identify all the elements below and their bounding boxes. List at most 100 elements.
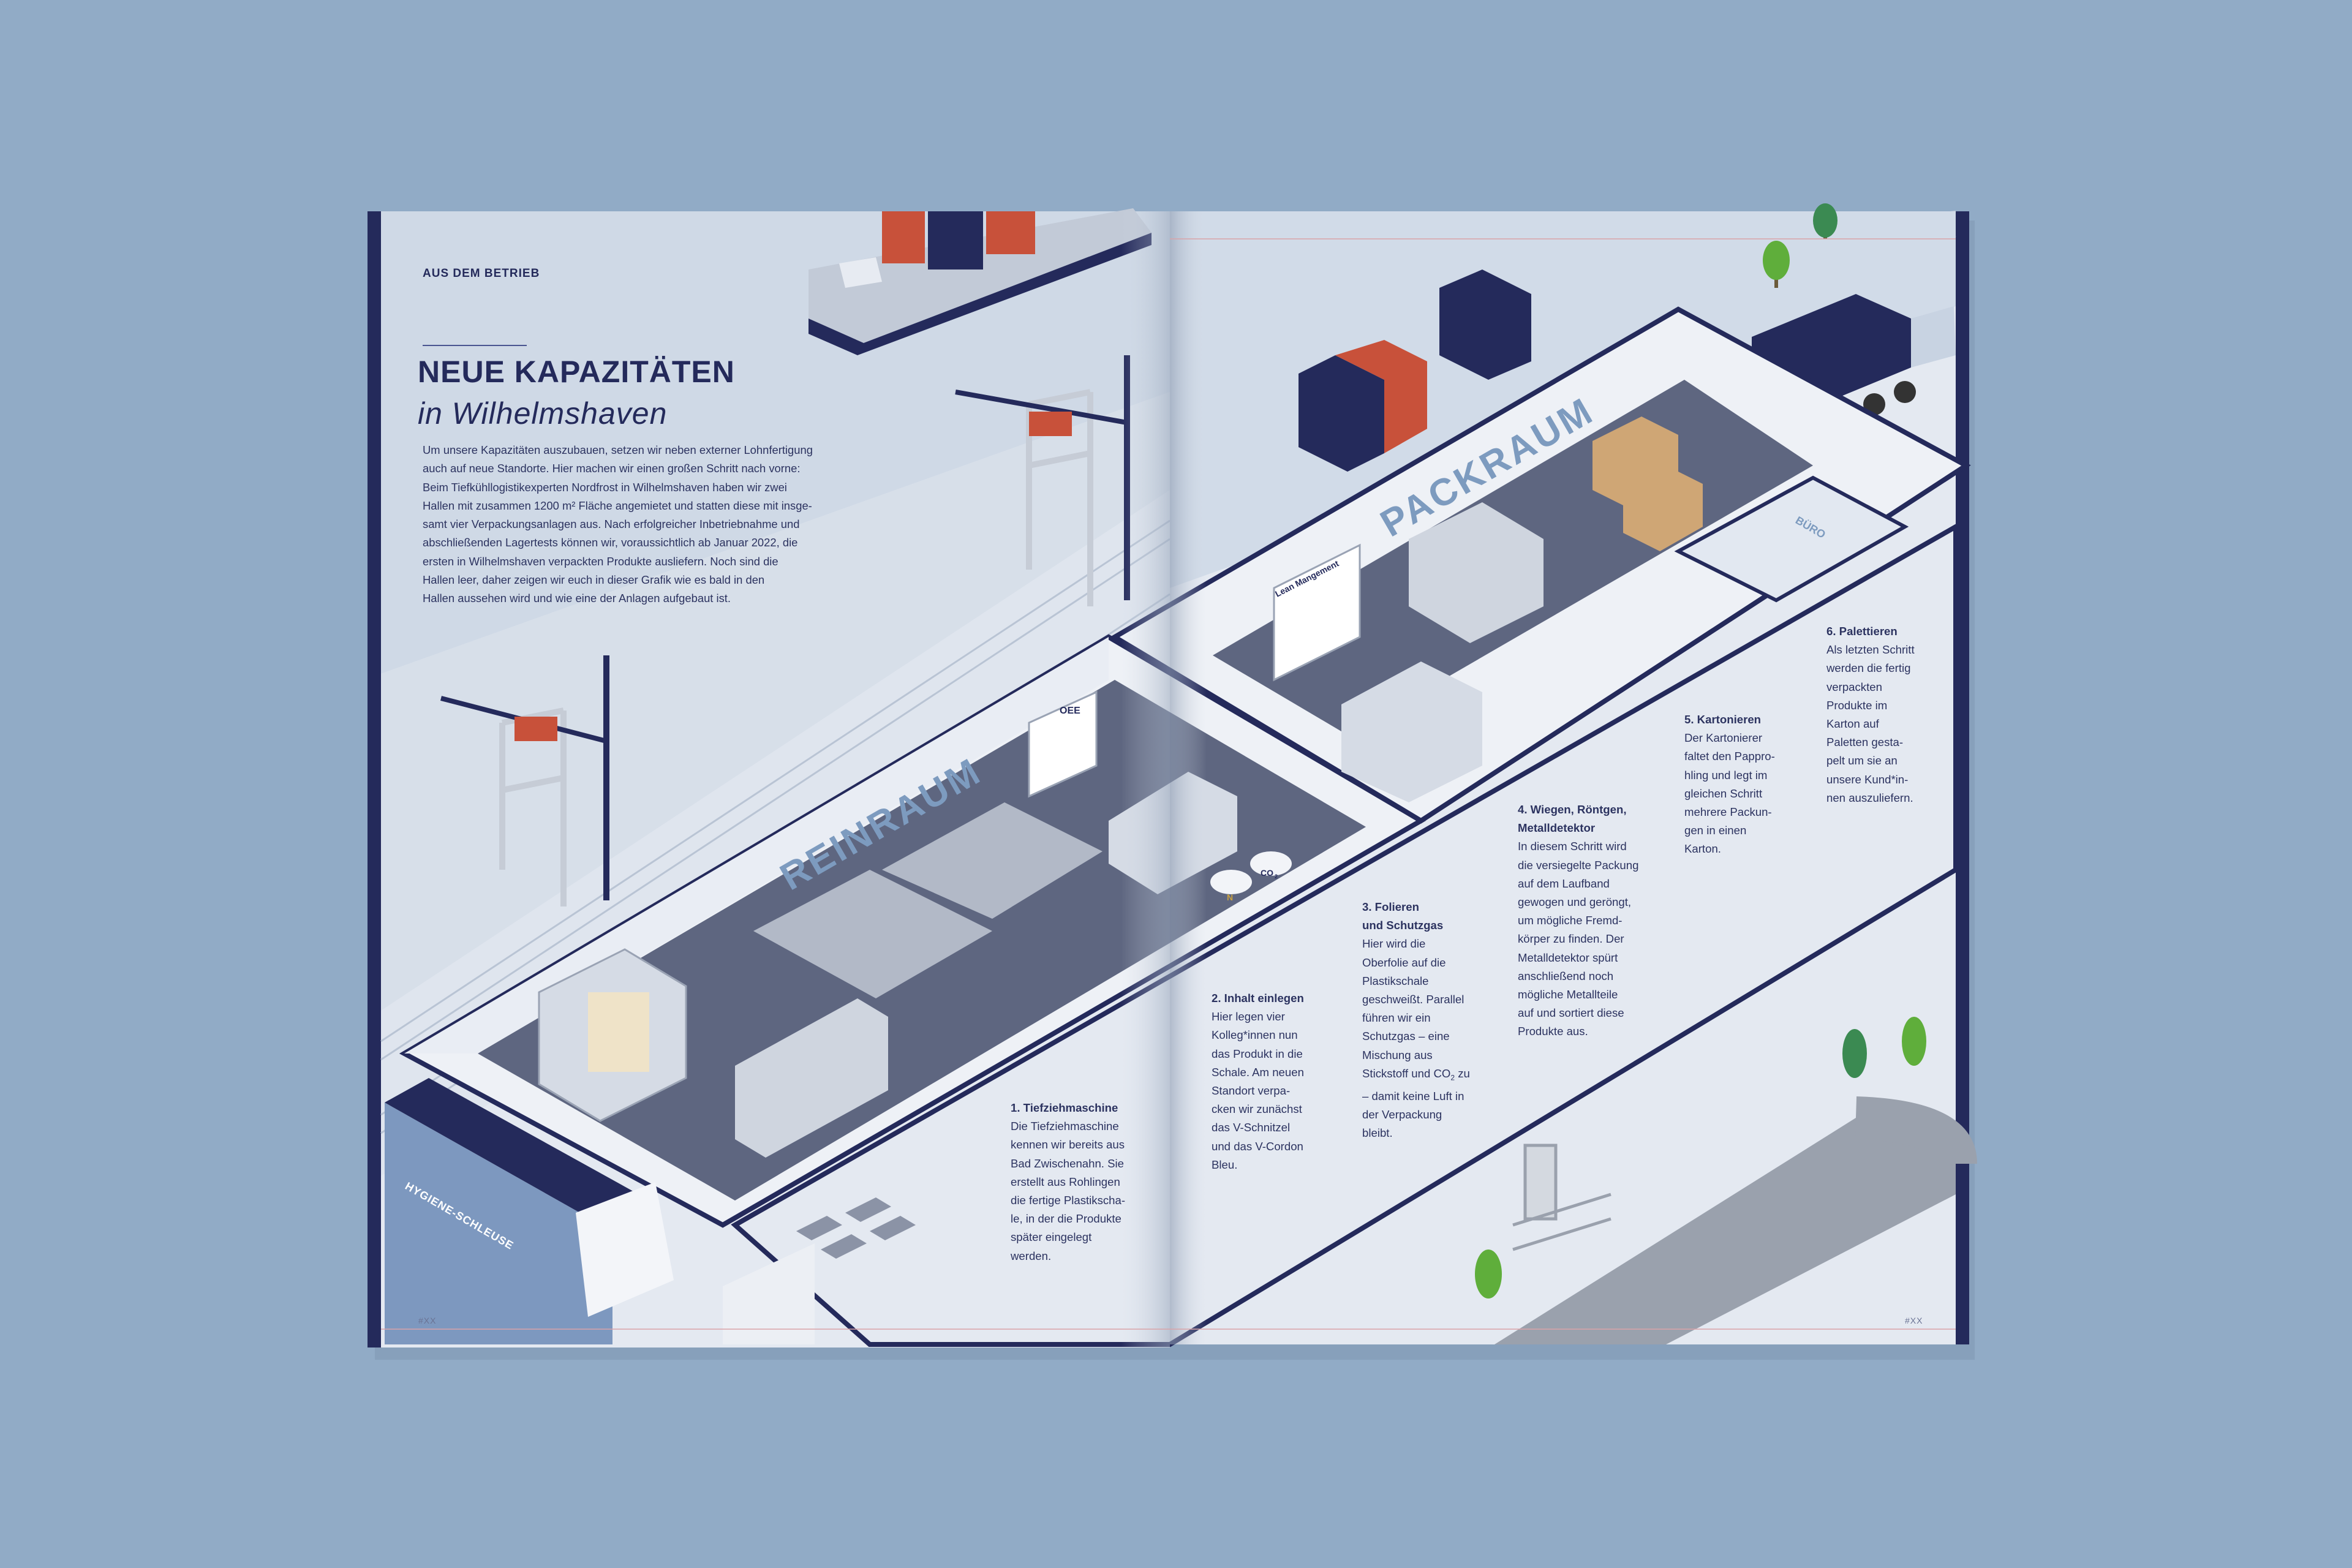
intro-text: Um unsere Kapazitäten auszubauen, setzen… bbox=[423, 441, 833, 608]
step-line: gen in einen bbox=[1684, 824, 1747, 837]
step-line: körper zu finden. Der bbox=[1518, 932, 1624, 946]
step-line: Schutzgas – eine bbox=[1362, 1030, 1450, 1043]
step-line: geschweißt. Parallel bbox=[1362, 993, 1464, 1006]
step-line: Hier legen vier bbox=[1212, 1010, 1285, 1023]
step-line: die fertige Plastikscha- bbox=[1011, 1194, 1126, 1207]
step-2-inhalt-einlegen: 2. Inhalt einlegen Hier legen vier Kolle… bbox=[1212, 989, 1328, 1174]
step-line: faltet den Pappro- bbox=[1684, 750, 1775, 763]
container-ship bbox=[809, 208, 1152, 355]
step-line: Standort verpa- bbox=[1212, 1084, 1291, 1098]
reinraum-wall bbox=[404, 637, 1109, 1054]
step-line: erstellt aus Rohlingen bbox=[1011, 1175, 1120, 1188]
buero-room bbox=[1674, 475, 1909, 603]
step-line: auf und sortiert diese bbox=[1518, 1006, 1624, 1020]
step-line: werden die fertig bbox=[1826, 662, 1911, 675]
folio-right: #XX bbox=[1905, 1316, 1923, 1325]
step-title-line-2: Metalldetektor bbox=[1518, 821, 1596, 835]
intro-line: Hallen aussehen wird und wie eine der An… bbox=[423, 592, 731, 605]
step-line: Schale. Am neuen bbox=[1212, 1065, 1304, 1079]
oee-board bbox=[1028, 690, 1098, 798]
step-title: 6. Palettieren bbox=[1826, 625, 1898, 638]
intro-line: Beim Tiefkühllogistikexperten Nordfrost … bbox=[423, 480, 787, 494]
step-line: Plastikschale bbox=[1362, 974, 1429, 987]
step-title: 4. Wiegen, Röntgen, bbox=[1518, 803, 1627, 816]
oee-board-title: OEE bbox=[1060, 706, 1080, 716]
step-title: 3. Folieren bbox=[1362, 900, 1419, 913]
step-line: Produkte aus. bbox=[1518, 1025, 1588, 1038]
step-line: werden. bbox=[1011, 1249, 1052, 1262]
tank-n-label: N bbox=[1227, 892, 1233, 902]
quay-area bbox=[381, 211, 1170, 674]
step-line: verpackten bbox=[1826, 680, 1882, 693]
step-5-kartonieren: 5. Kartonieren Der Kartonierer faltet de… bbox=[1684, 710, 1801, 859]
headline-sub: in Wilhelmshaven bbox=[418, 396, 668, 431]
co2-line-pre: Stickstoff und CO bbox=[1362, 1066, 1451, 1080]
step-line: pelt um sie an bbox=[1826, 754, 1898, 767]
step-line: Kolleg*innen nun bbox=[1212, 1028, 1298, 1042]
intro-line: Hallen mit zusammen 1200 m² Fläche angem… bbox=[423, 499, 812, 512]
step-line: Karton auf bbox=[1826, 717, 1879, 731]
intro-line: ersten in Wilhelmshaven verpackten Produ… bbox=[423, 554, 778, 568]
step-6-palettieren: 6. Palettieren Als letzten Schritt werde… bbox=[1826, 622, 1943, 807]
step-line: mehrere Packun- bbox=[1684, 805, 1772, 819]
tank-co2-subscript: 2 bbox=[1275, 873, 1278, 880]
step-line: Oberfolie auf die bbox=[1362, 956, 1446, 969]
step-line: Als letzten Schritt bbox=[1826, 643, 1915, 657]
step-line: anschließend noch bbox=[1518, 969, 1614, 982]
step-line: Der Kartonierer bbox=[1684, 731, 1763, 745]
step-title: 5. Kartonieren bbox=[1684, 713, 1762, 726]
loading-ramp bbox=[1512, 1144, 1611, 1251]
step-line: unsere Kund*in- bbox=[1826, 772, 1909, 786]
step-line: Bad Zwischenahn. Sie bbox=[1011, 1156, 1125, 1170]
step-title-line-2: und Schutzgas bbox=[1362, 919, 1444, 932]
step-line: le, in der die Produkte bbox=[1011, 1212, 1121, 1226]
step-line: Karton. bbox=[1684, 842, 1721, 856]
step-line: bleibt. bbox=[1362, 1126, 1393, 1140]
step-line: gleichen Schritt bbox=[1684, 786, 1763, 800]
step-line: der Verpackung bbox=[1362, 1107, 1442, 1121]
step-line: auf dem Laufband bbox=[1518, 876, 1610, 890]
intro-line: Um unsere Kapazitäten auszubauen, setzen… bbox=[423, 443, 813, 456]
road bbox=[1494, 1118, 1956, 1344]
step-line: führen wir ein bbox=[1362, 1011, 1431, 1025]
headline-rule bbox=[423, 345, 527, 346]
co2-line-post: zu bbox=[1455, 1066, 1470, 1080]
containers-quay bbox=[1298, 270, 1531, 472]
gutter-right bbox=[1170, 211, 1207, 1344]
intro-line: Hallen leer, daher zeigen wir euch in di… bbox=[423, 573, 765, 587]
step-line: Paletten gesta- bbox=[1826, 736, 1904, 749]
step-4-wiegen-roentgen: 4. Wiegen, Röntgen, Metalldetektor In di… bbox=[1518, 801, 1653, 1041]
step-line: – damit keine Luft in bbox=[1362, 1089, 1464, 1102]
step-title: 1. Tiefziehmaschine bbox=[1011, 1101, 1118, 1114]
step-line: In diesem Schritt wird bbox=[1518, 840, 1627, 853]
intro-line: abschließenden Lagertests können wir, vo… bbox=[423, 536, 798, 549]
intro-line: samt vier Verpackungsanlagen aus. Nach e… bbox=[423, 518, 800, 531]
step-line: hling und legt im bbox=[1684, 768, 1768, 782]
step-line: Bleu. bbox=[1212, 1158, 1238, 1171]
step-line-co2: Stickstoff und CO2 zu bbox=[1362, 1065, 1479, 1087]
step-line: das Produkt in die bbox=[1212, 1047, 1303, 1060]
step-line: die versiegelte Packung bbox=[1518, 858, 1639, 872]
step-line: kennen wir bereits aus bbox=[1011, 1138, 1125, 1152]
folio-left: #XX bbox=[418, 1316, 437, 1325]
machines bbox=[538, 417, 1703, 1158]
step-line: cken wir zunächst bbox=[1212, 1102, 1302, 1116]
step-line: Metalldetektor spürt bbox=[1518, 951, 1618, 964]
step-line: gewogen und geröngt, bbox=[1518, 895, 1632, 909]
intro-line: auch auf neue Standorte. Hier machen wir… bbox=[423, 462, 801, 475]
gutter-left bbox=[1121, 211, 1170, 1348]
step-line: Produkte im bbox=[1826, 698, 1888, 712]
co2-line-sub: 2 bbox=[1450, 1073, 1455, 1082]
hygiene-lock bbox=[385, 1078, 815, 1344]
step-line: später eingelegt bbox=[1011, 1231, 1092, 1244]
lean-board bbox=[1273, 543, 1361, 682]
section-label: AUS DEM BETRIEB bbox=[423, 267, 540, 280]
tank-co2-label: CO bbox=[1261, 868, 1273, 878]
step-line: Die Tiefziehmaschine bbox=[1011, 1120, 1119, 1133]
step-1-tiefziehmaschine: 1. Tiefziehmaschine Die Tiefziehmaschine… bbox=[1011, 1099, 1127, 1265]
headline-main: NEUE KAPAZITÄTEN bbox=[418, 355, 735, 389]
step-line: nen auszuliefern. bbox=[1826, 791, 1913, 804]
crane-lower bbox=[440, 655, 609, 907]
quay-band bbox=[381, 392, 1170, 1011]
